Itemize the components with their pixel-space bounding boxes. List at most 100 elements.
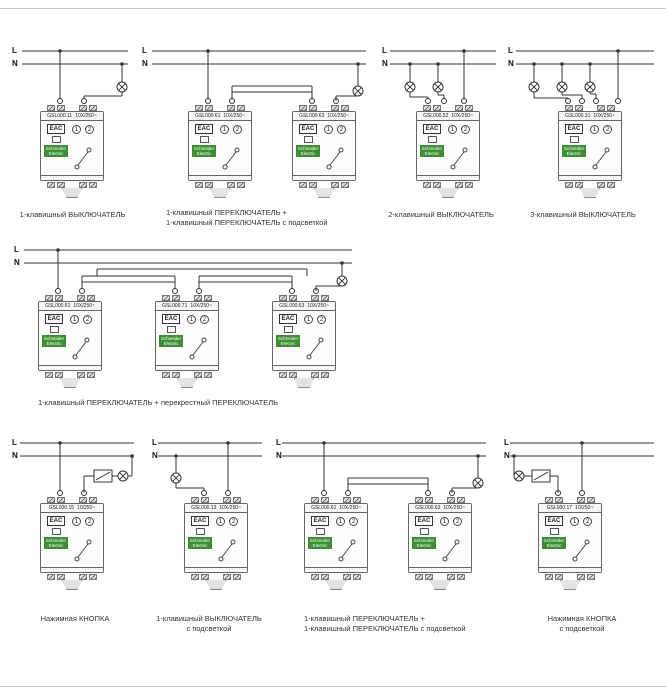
schneider-electric-logo: Schneider Electric [42, 335, 66, 347]
claw-icon [321, 573, 329, 580]
device-frame: GSL000.13 10X/250~ EAC Schneider Electri… [184, 503, 248, 573]
mounting-claws-bottom [558, 181, 622, 188]
terminal-number-badge: 2 [85, 517, 94, 526]
conformity-mark-icon [49, 326, 59, 333]
diagram-caption: Нажимная КНОПКА [40, 614, 110, 623]
claw-icon [45, 371, 53, 378]
claw-icon [279, 294, 287, 301]
wiring [516, 49, 654, 104]
mounting-claws-bottom [272, 371, 336, 378]
wire-clamp-tab [326, 580, 346, 590]
switch-contact-icon [218, 539, 236, 562]
schneider-electric-logo: Schneider Electric [159, 335, 183, 347]
diagram-caption: с подсветкой [559, 624, 605, 633]
switch-mechanism: GSL000.61 10X/250~ EAC Schneider Electri… [188, 104, 252, 198]
claw-icon [341, 104, 349, 111]
device-body: EAC Schneider Electric 1 2 [41, 121, 103, 175]
claw-icon [223, 496, 231, 503]
terminal-number-badge: 2 [233, 125, 242, 134]
device-frame: GSL000.15 10/250~ EAC Schneider Electric… [40, 503, 104, 573]
claw-icon [607, 181, 615, 188]
eac-certification-mark: EAC [564, 124, 584, 134]
lamp-icon [472, 477, 484, 489]
diagram-caption: 1-клавишный ПЕРЕКЛЮЧАТЕЛЬ с подсветкой [304, 624, 466, 633]
mounting-claws-top [416, 104, 480, 111]
terminal-number-badge: 2 [461, 125, 470, 134]
claw-icon [331, 104, 339, 111]
claw-icon [425, 496, 433, 503]
schneider-electric-logo: Schneider Electric [188, 537, 212, 549]
claw-icon [57, 181, 65, 188]
diagram-caption: 2-клавишный ВЫКЛЮЧАТЕЛЬ [388, 210, 494, 219]
claw-icon [455, 104, 463, 111]
claw-icon [299, 104, 307, 111]
diagram-2way-plus-intermediate: L N GSL000.61 10X/250~ EAC Schneider Ele… [12, 238, 362, 423]
model-number: GSL000.17 [546, 505, 573, 511]
diagram-push-button: L N GSL000.15 10/250~ EAC Schneider Elec… [10, 432, 140, 642]
claw-icon [191, 496, 199, 503]
claw-icon [447, 496, 455, 503]
wire-clamp-tab [62, 580, 82, 590]
claw-icon [353, 496, 361, 503]
claw-icon [233, 496, 241, 503]
eac-certification-mark: EAC [422, 124, 442, 134]
terminal-number-badge: 2 [453, 517, 462, 526]
mounting-claws-top [40, 104, 104, 111]
mounting-claws-bottom [538, 573, 602, 580]
device-frame: GSL000.63 10X/250~ EAC Schneider Electri… [408, 503, 472, 573]
device-frame: GSL000.17 10/250~ EAC Schneider Electric… [538, 503, 602, 573]
lamp-icon [352, 85, 364, 97]
model-number: GSL000.71 [162, 303, 188, 309]
switch-mechanism: GSL000.61 10X/250~ EAC Schneider Electri… [38, 294, 102, 388]
claw-icon [223, 573, 231, 580]
claw-icon [415, 496, 423, 503]
rating-label: 10X/250~ [593, 113, 615, 119]
switch-contact-icon [572, 539, 590, 562]
eac-certification-mark: EAC [46, 516, 66, 526]
lamp-icon [117, 470, 129, 482]
terminal-number-badge: 2 [603, 125, 612, 134]
device-slot: GSL000.63 10X/250~ EAC Schneider Electri… [292, 104, 356, 198]
diagram-3gang-switch: L N GSL000.31 10X/250~ EAC Schneider Ele… [506, 40, 660, 230]
schneider-electric-logo: Schneider Electric [44, 537, 68, 549]
mounting-claws-bottom [304, 573, 368, 580]
device-frame: GSL000.63 10X/250~ EAC Schneider Electri… [292, 111, 356, 181]
device-bottom-strip [41, 567, 103, 572]
device-bottom-strip [559, 175, 621, 180]
claw-icon [55, 371, 63, 378]
mounting-claws-top [272, 294, 336, 301]
conformity-mark-icon [166, 326, 176, 333]
diagram-push-button-illuminated: L N GSL000.17 10/250~ EAC Schneider Elec… [502, 432, 662, 642]
schneider-electric-logo: Schneider Electric [412, 537, 436, 549]
mounting-claws-top [38, 294, 102, 301]
line-label-L: L [12, 46, 17, 55]
device-body: EAC Schneider Electric 1 2 [417, 121, 479, 175]
device-slot: GSL000.61 10X/250~ EAC Schneider Electri… [188, 104, 252, 198]
wire-clamp-tab [580, 188, 600, 198]
rating-label: 10X/250~ [339, 505, 361, 511]
claw-icon [311, 496, 319, 503]
device-frame: GSL000.63 10X/250~ EAC Schneider Electri… [272, 301, 336, 371]
wiring [20, 441, 134, 496]
claw-icon [204, 371, 212, 378]
device-bottom-strip [293, 175, 355, 180]
model-number: GSL000.13 [191, 505, 217, 511]
device-frame: GSL000.71 10X/250~ EAC Schneider Electri… [155, 301, 219, 371]
terminal-number-badge: 1 [72, 517, 81, 526]
switch-mechanism: GSL000.63 10X/250~ EAC Schneider Electri… [272, 294, 336, 388]
claw-icon [289, 371, 297, 378]
schneider-electric-logo: Schneider Electric [308, 537, 332, 549]
wiring [158, 441, 262, 496]
device-body: EAC Schneider Electric 1 2 [539, 513, 601, 567]
terminal-number-badge: 1 [70, 315, 79, 324]
claw-icon [237, 104, 245, 111]
line-label-N: N [12, 451, 18, 460]
terminal-number-badge: 2 [337, 125, 346, 134]
diagram-caption: 3-клавишный ВЫКЛЮЧАТЕЛЬ [530, 210, 636, 219]
terminal-number-badge: 1 [448, 125, 457, 134]
rating-label: 10X/250~ [307, 303, 329, 309]
claw-icon [227, 181, 235, 188]
model-number: GSL000.52 [423, 113, 449, 119]
claw-icon [353, 573, 361, 580]
wire-clamp-tab [438, 188, 458, 198]
